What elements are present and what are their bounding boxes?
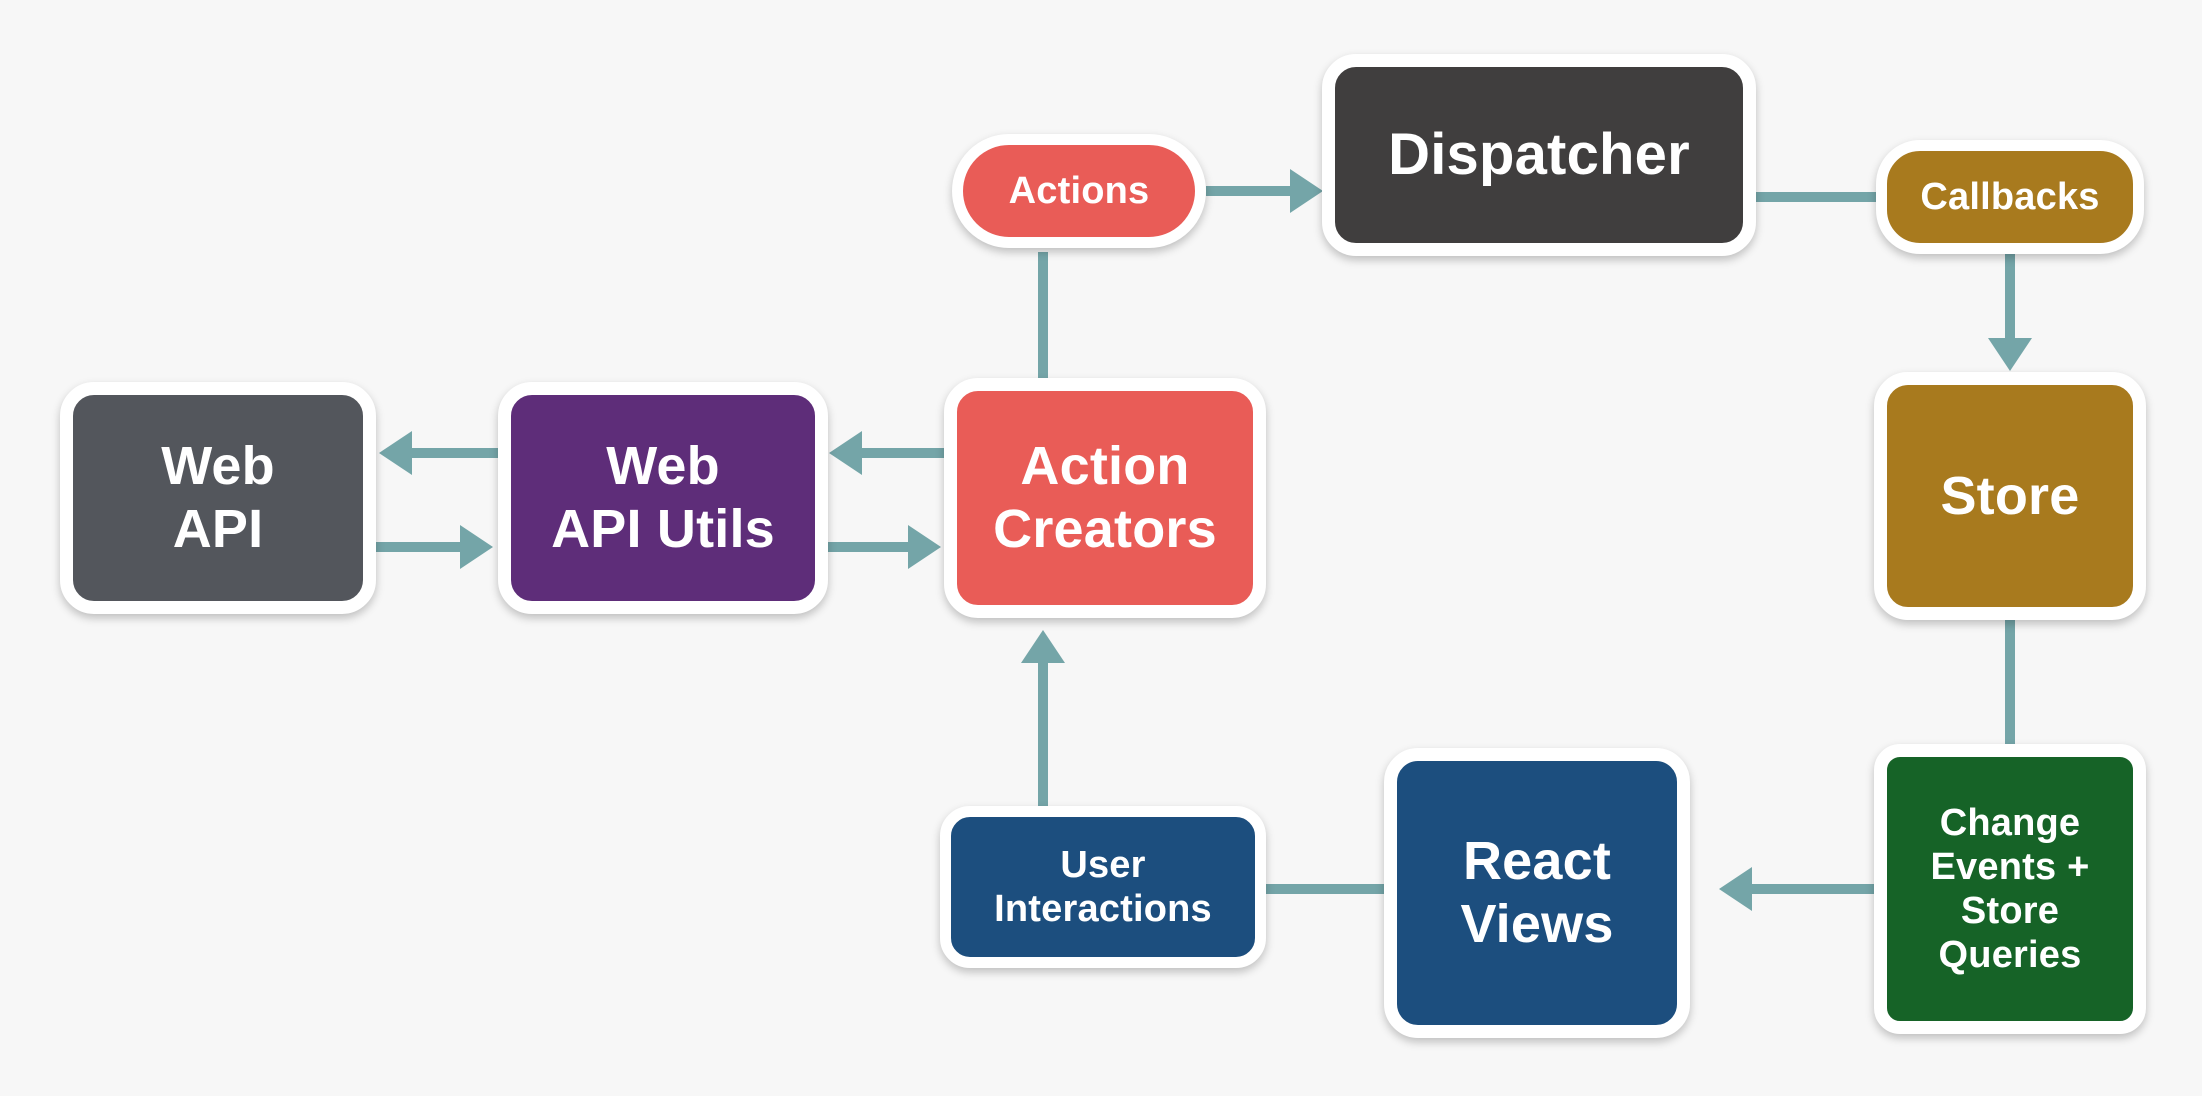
edge-action-creators-to-actions [1038, 252, 1048, 380]
edge-web-api-utils-to-action-creators [826, 542, 912, 552]
edge-action-creators-to-web-api-utils [862, 448, 950, 458]
node-web-api-label: Web API [161, 436, 275, 559]
edge-web-api-to-web-api-utils [374, 542, 464, 552]
edge-callbacks-to-store [2005, 254, 2015, 346]
node-callbacks[interactable]: Callbacks [1876, 140, 2144, 254]
arrowhead-web-api-utils-to-web-api [379, 431, 412, 475]
edge-store-to-change-events [2005, 620, 2015, 748]
node-change-events-store-queries[interactable]: Change Events + Store Queries [1874, 744, 2146, 1034]
arrowhead-action-creators-to-web-api-utils [829, 431, 862, 475]
arrowhead-callbacks-to-store [1988, 338, 2032, 371]
node-change-events-store-queries-label: Change Events + Store Queries [1930, 801, 2090, 977]
node-react-views[interactable]: React Views [1384, 748, 1690, 1038]
node-store[interactable]: Store [1874, 372, 2146, 620]
edge-change-events-to-react-views [1752, 884, 1880, 894]
node-react-views-label: React Views [1460, 831, 1614, 954]
node-store-label: Store [1940, 465, 2080, 526]
node-web-api-utils[interactable]: Web API Utils [498, 382, 828, 614]
node-dispatcher[interactable]: Dispatcher [1322, 54, 1756, 256]
edge-web-api-utils-to-web-api [412, 448, 502, 458]
arrowhead-actions-to-dispatcher [1290, 169, 1323, 213]
arrowhead-web-api-to-web-api-utils [460, 525, 493, 569]
edge-actions-to-dispatcher [1206, 186, 1294, 196]
edge-user-interactions-to-action-creators [1038, 663, 1048, 811]
node-action-creators-label: Action Creators [993, 436, 1217, 559]
node-actions[interactable]: Actions [952, 134, 1206, 248]
arrowhead-user-interactions-to-action-creators [1021, 630, 1065, 663]
node-actions-label: Actions [1008, 169, 1150, 212]
arrowhead-web-api-utils-to-action-creators [908, 525, 941, 569]
edge-react-views-to-user-interactions [1266, 884, 1388, 894]
node-user-interactions[interactable]: User Interactions [940, 806, 1266, 968]
node-dispatcher-label: Dispatcher [1388, 122, 1690, 188]
node-web-api[interactable]: Web API [60, 382, 376, 614]
node-user-interactions-label: User Interactions [994, 843, 1212, 930]
edge-dispatcher-to-callbacks [1756, 192, 1880, 202]
node-web-api-utils-label: Web API Utils [551, 436, 775, 559]
node-callbacks-label: Callbacks [1920, 175, 2100, 218]
arrowhead-change-events-to-react-views [1719, 867, 1752, 911]
node-action-creators[interactable]: Action Creators [944, 378, 1266, 618]
